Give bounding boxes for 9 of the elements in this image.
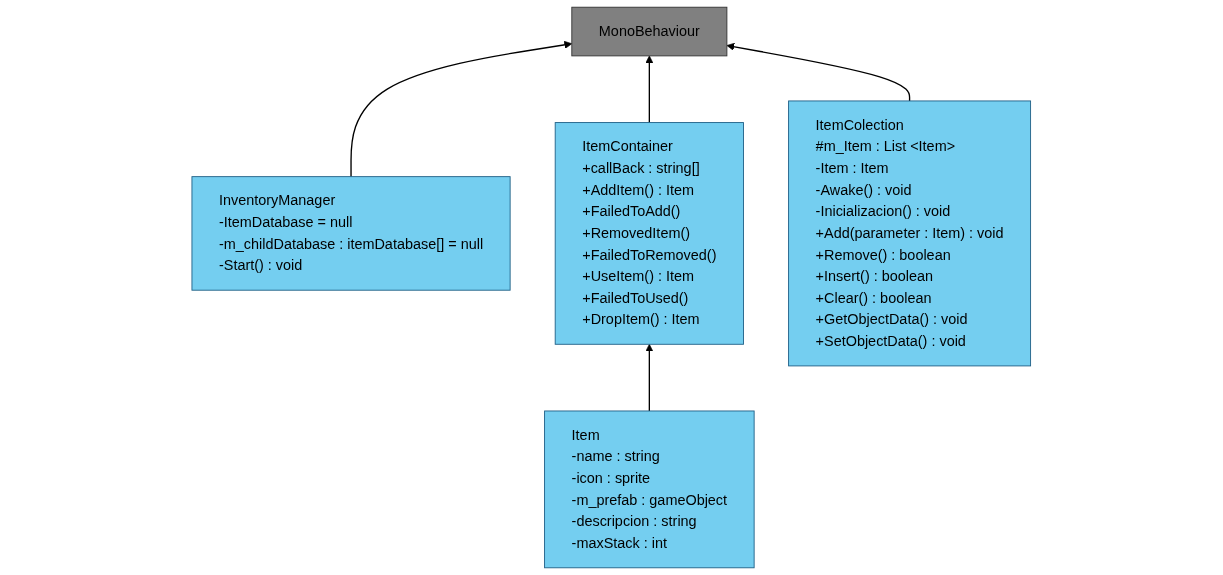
arrow xyxy=(350,40,573,178)
node-box: MonoBehaviour xyxy=(571,6,728,57)
node-box: ItemContainer +callBack : string[] +AddItem() : Item +FailedToAdd() +RemovedItem() +FailedToRemoved() +UseItem() : Item +FailedToUsed() +DropItem() : Item xyxy=(554,122,745,345)
node-box: Item -name : string -icon : sprite -m_prefab : gameObject -descripcion : string -maxStack : int xyxy=(544,410,755,569)
node-box: ItemColection #m_Item : List <Item> -Item : Item -Awake() : void -Inicializacion() : void +Add(parameter : Item) : void +Remove() : boolean +Insert() : boolean +Clear() : boolean +GetObjectData() : void +SetObjectData() : void xyxy=(788,100,1032,367)
arrow xyxy=(645,55,654,124)
arrow xyxy=(645,343,654,412)
node-box: InventoryManager -ItemDatabase = null -m_childDatabase : itemDatabase[] = null -Start() : void xyxy=(191,176,511,291)
arrow xyxy=(726,42,911,102)
